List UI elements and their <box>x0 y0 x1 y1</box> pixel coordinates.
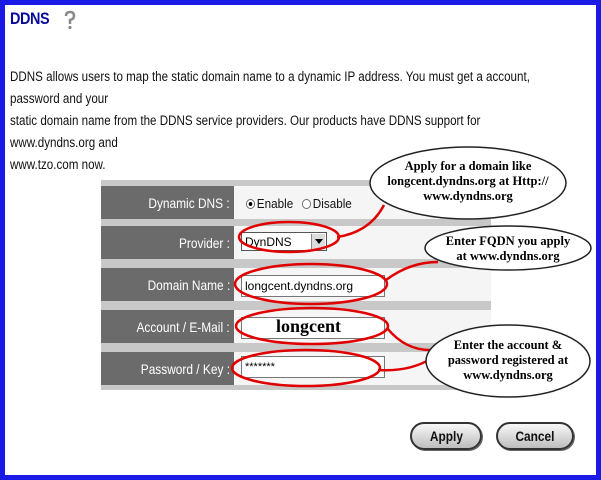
provider-note: Apply for a domain like longcent.dyndns.… <box>377 159 559 204</box>
provider-note-line: www.dyndns.org <box>423 189 513 203</box>
enable-radio-label[interactable]: Enable <box>256 196 294 211</box>
account-value: longcent <box>276 316 341 336</box>
provider-select[interactable]: DynDNS <box>241 232 327 251</box>
account-label: Account / E-Mail : <box>101 310 234 343</box>
dynamic-dns-label: Dynamic DNS : <box>101 186 234 219</box>
disable-radio-label[interactable]: Disable <box>313 196 353 211</box>
fqdn-note: Enter FQDN you apply at www.dyndns.org <box>429 234 587 264</box>
page-title: DDNS <box>10 9 50 28</box>
enable-radio-button[interactable] <box>246 198 255 209</box>
password-input[interactable]: ******* <box>241 356 385 378</box>
disable-radio[interactable]: Disable <box>302 196 352 211</box>
account-note-line: www.dyndns.org <box>463 368 553 382</box>
chevron-down-icon[interactable] <box>311 234 325 249</box>
provider-note-line: longcent.dyndns.org at Http:// <box>387 174 549 188</box>
description-line: DDNS allows users to map the static doma… <box>10 69 530 106</box>
dynamic-dns-radio-group: Enable Disable <box>246 196 362 211</box>
domain-name-input[interactable]: longcent.dyndns.org <box>241 275 385 297</box>
fqdn-note-line: Enter FQDN you apply <box>445 234 571 248</box>
disable-radio-button[interactable] <box>302 198 312 209</box>
password-label: Password / Key : <box>101 352 234 385</box>
account-note-line: password registered at <box>447 353 569 367</box>
description-line: www.tzo.com now. <box>10 157 106 172</box>
description-line: static domain name from the DDNS service… <box>10 113 481 150</box>
help-icon[interactable] <box>62 10 78 30</box>
provider-label: Provider : <box>101 226 234 259</box>
provider-note-line: Apply for a domain like <box>404 159 532 173</box>
cancel-button[interactable]: Cancel <box>496 422 574 450</box>
domain-name-label: Domain Name : <box>101 268 234 301</box>
provider-selected-value: DynDNS <box>245 234 292 249</box>
account-note-line: Enter the account & <box>453 338 563 352</box>
page-description: DDNS allows users to map the static doma… <box>10 66 560 176</box>
account-note: Enter the account & password registered … <box>432 338 584 383</box>
enable-radio[interactable]: Enable <box>246 196 293 211</box>
password-value: ******* <box>245 361 275 373</box>
fqdn-note-line: at www.dyndns.org <box>456 249 560 263</box>
apply-button[interactable]: Apply <box>410 422 482 450</box>
domain-name-value: longcent.dyndns.org <box>245 279 354 293</box>
